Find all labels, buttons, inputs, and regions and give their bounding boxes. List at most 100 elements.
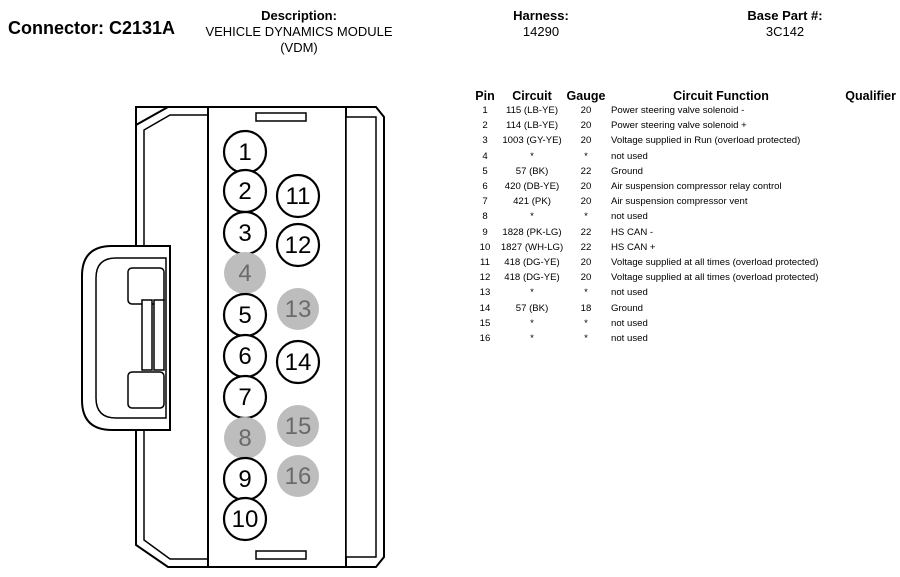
cell-gauge: 20 bbox=[580, 181, 592, 193]
cell-pin: 13 bbox=[479, 287, 491, 299]
cell-circuit: 1828 (PK-LG) bbox=[502, 226, 562, 238]
cell-circuit: 115 (LB-YE) bbox=[505, 105, 559, 116]
cell-gauge: 18 bbox=[580, 302, 592, 314]
pin-circle bbox=[275, 173, 321, 219]
header-function: Circuit Function bbox=[673, 89, 769, 103]
key-bottom bbox=[255, 550, 307, 560]
cell-pin: 10 bbox=[479, 241, 491, 253]
pin-number: 14 bbox=[285, 349, 312, 376]
pin-number: 15 bbox=[285, 413, 312, 440]
header-gauge: Gauge bbox=[566, 89, 606, 103]
cell-function: Air suspension compressor relay control bbox=[611, 181, 782, 193]
cell-qualifier bbox=[835, 149, 896, 164]
pin-7: 7 bbox=[222, 374, 268, 420]
cell-qualifier bbox=[835, 301, 896, 316]
connector-housing bbox=[81, 106, 385, 568]
pin-circle bbox=[275, 222, 321, 268]
pin-number: 7 bbox=[238, 384, 251, 411]
cell-circuit: 1827 (WH-LG) bbox=[500, 241, 564, 253]
cell-qualifier bbox=[835, 225, 896, 240]
cell-qualifier bbox=[835, 316, 896, 331]
housing-latch-bar bbox=[141, 299, 153, 371]
cell-circuit: * bbox=[530, 287, 534, 299]
table-row: 9 1828 (PK-LG) 22 HS CAN - bbox=[471, 225, 896, 240]
pin-table: Pin Circuit Gauge Circuit Function Quali… bbox=[471, 87, 896, 346]
connector-face bbox=[207, 106, 347, 568]
cell-qualifier bbox=[835, 285, 896, 300]
cell-gauge: 20 bbox=[580, 196, 592, 208]
cell-qualifier bbox=[835, 164, 896, 179]
cell-function: not used bbox=[611, 211, 648, 223]
pin-9: 9 bbox=[222, 456, 268, 502]
cell-gauge: * bbox=[584, 150, 588, 162]
cell-function: HS CAN - bbox=[611, 226, 654, 238]
description-label: Description: bbox=[261, 8, 337, 23]
pin-circle bbox=[222, 496, 268, 542]
key-top bbox=[255, 112, 307, 122]
cell-pin: 2 bbox=[482, 120, 488, 132]
cell-circuit: * bbox=[530, 150, 534, 162]
pin-10: 10 bbox=[222, 496, 268, 542]
pin-circle bbox=[224, 252, 266, 294]
pin-number: 10 bbox=[232, 506, 259, 533]
housing-latch-slot bbox=[127, 267, 165, 305]
cell-function: Ground bbox=[611, 165, 643, 177]
cell-circuit: * bbox=[530, 317, 534, 329]
pin-number: 11 bbox=[286, 183, 311, 210]
cell-qualifier bbox=[835, 118, 896, 133]
cell-function: Voltage supplied in Run (overload protec… bbox=[611, 135, 801, 147]
description-value: VEHICLE DYNAMICS MODULE bbox=[205, 24, 393, 39]
cell-circuit: 420 (DB-YE) bbox=[504, 181, 560, 193]
cell-circuit: 421 (PK) bbox=[513, 196, 551, 208]
cell-circuit: 57 (BK) bbox=[515, 302, 549, 314]
cell-gauge: 22 bbox=[580, 226, 592, 238]
table-row: 8**not used bbox=[471, 209, 896, 224]
cell-function: Voltage supplied at all times (overload … bbox=[611, 257, 819, 269]
cell-gauge: 22 bbox=[580, 241, 592, 253]
pin-circle bbox=[277, 405, 319, 447]
description-value-line2: (VDM) bbox=[280, 40, 318, 55]
cell-function: Power steering valve solenoid - bbox=[611, 105, 745, 116]
cell-pin: 12 bbox=[479, 272, 491, 284]
pin-circle bbox=[224, 417, 266, 459]
cell-circuit: 114 (LB-YE) bbox=[505, 120, 559, 132]
pin-number: 2 bbox=[238, 178, 251, 205]
pin-number: 1 bbox=[238, 139, 251, 166]
cell-pin: 11 bbox=[480, 257, 490, 269]
cell-function: Air suspension compressor vent bbox=[611, 196, 748, 208]
cell-function: not used bbox=[611, 317, 648, 329]
header-circuit: Circuit bbox=[512, 89, 552, 103]
pin-number: 9 bbox=[238, 466, 251, 493]
cell-pin: 14 bbox=[479, 302, 491, 314]
pin-1: 1 bbox=[222, 129, 268, 175]
cell-gauge: 22 bbox=[580, 165, 592, 177]
table-row: 13**not used bbox=[471, 285, 896, 300]
cell-function: HS CAN + bbox=[611, 241, 656, 253]
cell-gauge: 20 bbox=[580, 272, 592, 284]
cell-gauge: 20 bbox=[580, 105, 592, 116]
cell-qualifier bbox=[835, 179, 896, 194]
pin-6: 6 bbox=[222, 333, 268, 379]
cell-function: not used bbox=[611, 287, 648, 299]
cell-pin: 16 bbox=[479, 333, 491, 345]
cell-qualifier bbox=[835, 133, 896, 148]
cell-pin: 9 bbox=[482, 226, 488, 238]
connector-id: C2131A bbox=[109, 18, 176, 38]
cell-gauge: 20 bbox=[580, 120, 592, 132]
cell-function: not used bbox=[611, 150, 648, 162]
cell-qualifier bbox=[835, 255, 896, 270]
pin-circle bbox=[277, 455, 319, 497]
connector-label: Connector: bbox=[8, 18, 104, 38]
pin-number: 13 bbox=[285, 296, 312, 323]
connector-title: Connector: C2131A bbox=[8, 18, 175, 39]
harness-label: Harness: bbox=[513, 8, 569, 23]
header-qualifier: Qualifier bbox=[845, 89, 896, 103]
